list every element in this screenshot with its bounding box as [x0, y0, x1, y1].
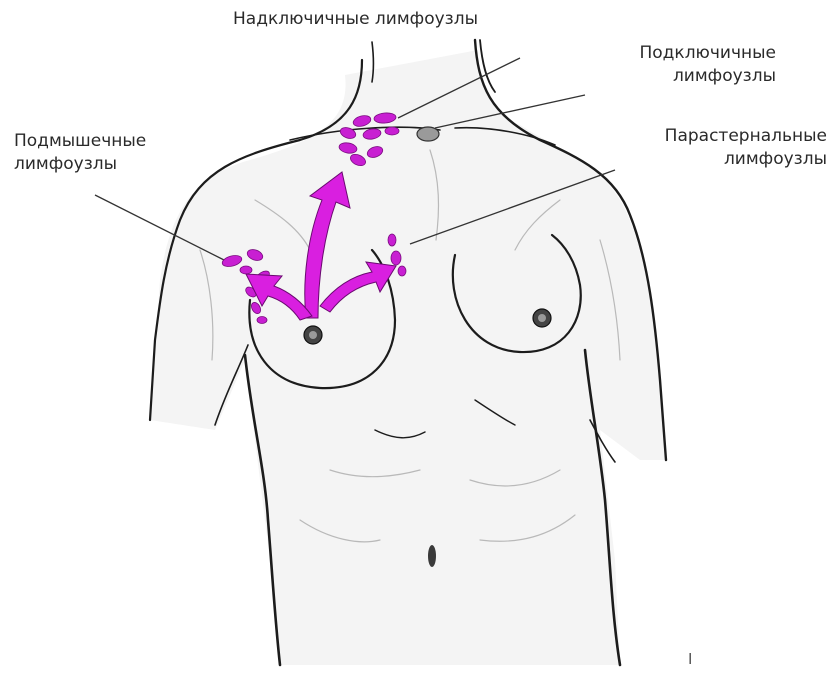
- label-parasternal-line2: лимфоузлы: [612, 148, 827, 171]
- label-supraclavicular-text: Надключичные лимфоузлы: [233, 8, 478, 31]
- label-subclavian-line2: лимфоузлы: [588, 65, 776, 88]
- corner-mark-text: I: [688, 648, 692, 671]
- label-parasternal-line1: Парастернальные: [612, 125, 827, 148]
- corner-mark: I: [688, 648, 692, 671]
- navel: [428, 545, 436, 567]
- label-axillary-line1: Подмышечные: [14, 130, 146, 153]
- label-subclavian-nodes: Подключичные лимфоузлы: [588, 42, 776, 88]
- label-parasternal-nodes: Парастернальные лимфоузлы: [612, 125, 827, 171]
- label-axillary-nodes: Подмышечные лимфоузлы: [14, 130, 146, 176]
- subclavian-node-marker: [417, 127, 439, 141]
- label-axillary-line2: лимфоузлы: [14, 153, 146, 176]
- label-subclavian-line1: Подключичные: [588, 42, 776, 65]
- label-supraclavicular-nodes: Надключичные лимфоузлы: [233, 8, 478, 31]
- torso-shading: [150, 50, 665, 665]
